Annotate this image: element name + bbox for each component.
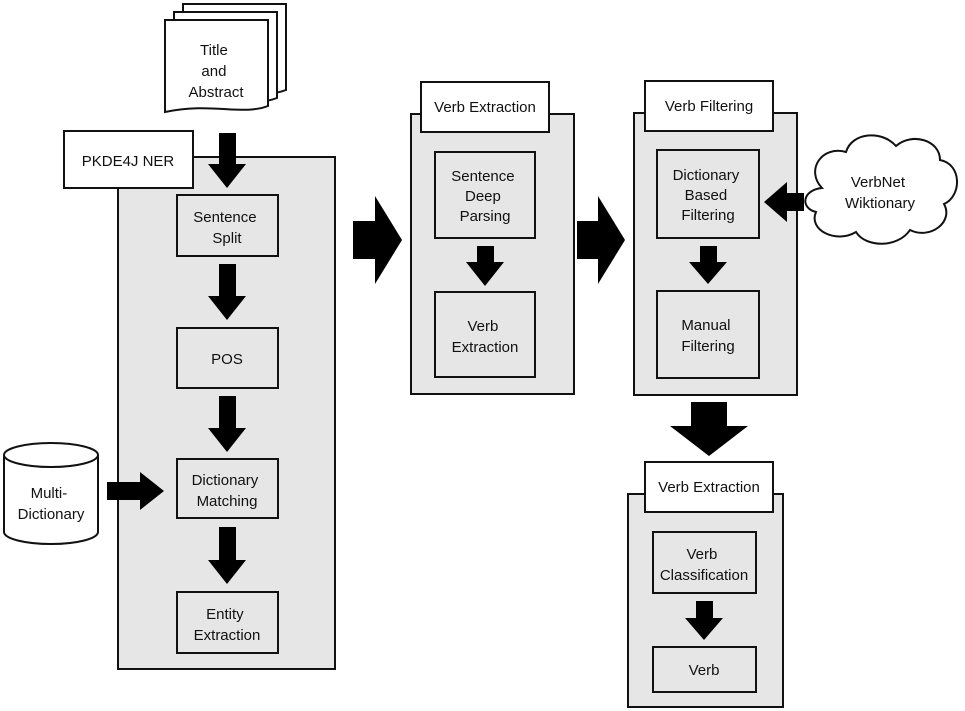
step-verb-extraction: Verb Extraction (434, 291, 536, 378)
step-verb-output: Verb (652, 646, 757, 693)
ner-panel: PKDE4J NER Sentence Split POS Dictionary… (63, 130, 336, 670)
arrow-dictionary-to-matching (107, 472, 164, 510)
svg-text:Verb Extraction: Verb Extraction (452, 318, 519, 356)
svg-text:Dictionary Based: Dictionary Based Filtering (673, 167, 744, 224)
arrow-split-to-pos (208, 264, 246, 320)
step-manual-filtering: Manual Filtering (656, 290, 760, 379)
svg-text:Manual Filtering: Manual Filtering (681, 317, 734, 355)
step-entity-extraction: Entity Extraction (176, 591, 279, 654)
arrow-matching-to-entity (208, 527, 246, 584)
arrow-dictionary-filtering-to-manual (689, 246, 727, 284)
arrow-parsing-to-extraction (466, 246, 504, 286)
step-dictionary-matching: Dictionary Matching (176, 458, 279, 519)
verb-extraction-title: Verb Extraction (434, 99, 536, 116)
arrow-pos-to-matching (208, 396, 246, 452)
svg-text:Entity Extraction: Entity Extraction (194, 606, 261, 644)
arrow-extraction-to-filtering (577, 196, 625, 284)
multi-dictionary-text: Multi- Dictionary (18, 485, 85, 523)
svg-text:POS: POS (211, 351, 243, 368)
arrow-filtering-to-classification (670, 402, 748, 456)
svg-text:Sentence Split: Sentence Split (193, 209, 261, 247)
step-sentence-split: Sentence Split (176, 194, 279, 257)
svg-text:Verb Classification: Verb Classification (660, 546, 748, 584)
step-dictionary-based-filtering: Dictionary Based Filtering (656, 149, 760, 239)
svg-text:Sentence Deep: Sentence Deep Parsing (451, 168, 519, 225)
verb-classification-panel: Verb Extraction Verb Classification Verb (627, 461, 784, 708)
step-sentence-deep-parsing: Sentence Deep Parsing (434, 151, 536, 239)
multi-dictionary-database: Multi- Dictionary (3, 442, 99, 545)
cloud-text: VerbNet Wiktionary (845, 174, 916, 212)
flow-arrows (107, 133, 804, 640)
svg-text:Dictionary Matching: Dictionary Matching (192, 472, 263, 510)
arrow-cloud-to-filtering (764, 182, 804, 222)
verb-extraction-panel: Verb Extraction Sentence Deep Parsing Ve… (410, 81, 575, 395)
verb-extraction-title-tag (420, 81, 550, 133)
step-verb-classification: Verb Classification (652, 531, 757, 594)
verb-filtering-title-tag (644, 80, 774, 132)
ner-panel-title-tag (63, 130, 194, 189)
title-abstract-document: Title and Abstract (164, 3, 287, 114)
verb-filtering-panel: Verb Filtering Dictionary Based Filterin… (633, 80, 798, 396)
verbnet-wiktionary-cloud: VerbNet Wiktionary (804, 134, 958, 245)
svg-text:Verb: Verb (689, 662, 720, 679)
verb-filtering-title: Verb Filtering (665, 98, 753, 115)
arrow-ner-to-verb-extraction (353, 196, 402, 284)
arrow-doc-to-split (208, 133, 246, 188)
ner-panel-title: PKDE4J NER (82, 153, 175, 170)
verb-classification-title: Verb Extraction (658, 479, 760, 496)
arrow-classification-to-verb (685, 601, 723, 640)
verb-classification-title-tag (644, 461, 774, 513)
input-doc-text: Title and Abstract (188, 42, 244, 101)
step-pos: POS (176, 327, 279, 389)
